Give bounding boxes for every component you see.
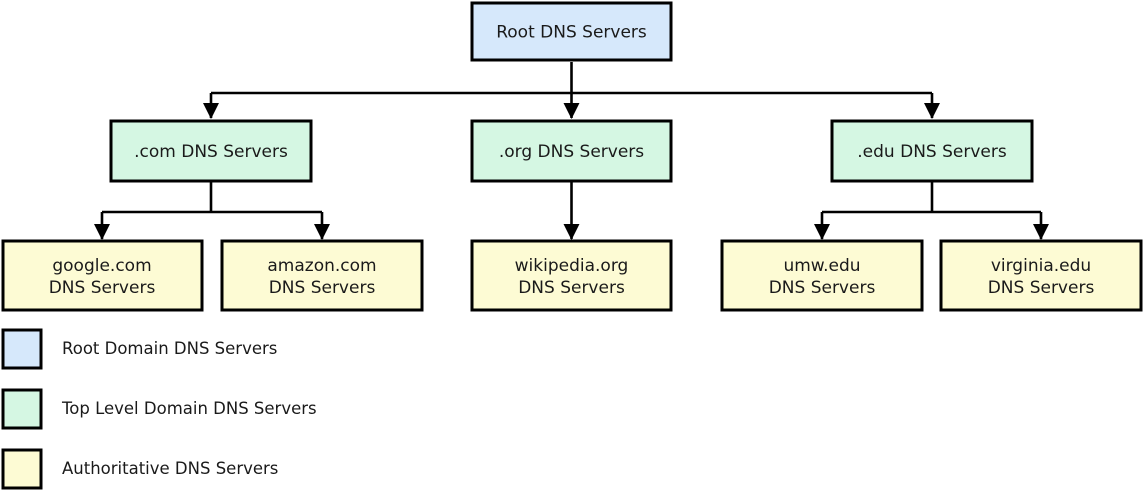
connector-group-root-to-tld bbox=[202, 62, 941, 119]
node-com-label: .com DNS Servers bbox=[134, 142, 288, 162]
node-virginia-box bbox=[939, 239, 1143, 312]
legend-item-authoritative: Authoritative DNS Servers bbox=[1, 448, 278, 490]
node-edu-dns-servers[interactable]: .edu DNS Servers bbox=[830, 119, 1034, 183]
node-org-dns-servers[interactable]: .org DNS Servers bbox=[470, 119, 673, 183]
legend-item-top-level-domain: Top Level Domain DNS Servers bbox=[1, 388, 317, 430]
node-wikipedia-label-line2: DNS Servers bbox=[518, 278, 625, 298]
node-google-label-line2: DNS Servers bbox=[49, 278, 156, 298]
node-amazon-label-line2: DNS Servers bbox=[269, 278, 376, 298]
legend-swatch-top-level-domain bbox=[1, 388, 43, 430]
node-google-label-line1: google.com bbox=[52, 256, 151, 276]
node-umw-box bbox=[720, 239, 924, 312]
node-org-label: .org DNS Servers bbox=[499, 142, 644, 162]
node-google-com-dns-servers[interactable]: google.com DNS Servers bbox=[1, 239, 204, 312]
node-google-box bbox=[1, 239, 204, 312]
node-wikipedia-box bbox=[470, 239, 673, 312]
legend-label-root-domain: Root Domain DNS Servers bbox=[62, 339, 277, 358]
node-com-dns-servers[interactable]: .com DNS Servers bbox=[109, 119, 313, 183]
node-amazon-label-line1: amazon.com bbox=[267, 256, 376, 276]
node-amazon-box bbox=[220, 239, 424, 312]
node-amazon-com-dns-servers[interactable]: amazon.com DNS Servers bbox=[220, 239, 424, 312]
node-edu-box bbox=[830, 119, 1034, 183]
node-edu-label: .edu DNS Servers bbox=[857, 142, 1007, 162]
node-root-box bbox=[470, 1, 673, 62]
node-root-label: Root DNS Servers bbox=[496, 23, 647, 43]
connector-group-com-to-auth bbox=[93, 182, 331, 240]
node-virginia-label-line1: virginia.edu bbox=[991, 256, 1091, 276]
node-umw-label-line2: DNS Servers bbox=[769, 278, 876, 298]
node-com-box bbox=[109, 119, 313, 183]
legend-swatch-authoritative bbox=[1, 448, 43, 490]
node-umw-edu-dns-servers[interactable]: umw.edu DNS Servers bbox=[720, 239, 924, 312]
node-wikipedia-org-dns-servers[interactable]: wikipedia.org DNS Servers bbox=[470, 239, 673, 312]
legend-label-top-level-domain: Top Level Domain DNS Servers bbox=[61, 399, 317, 418]
node-virginia-edu-dns-servers[interactable]: virginia.edu DNS Servers bbox=[939, 239, 1143, 312]
node-umw-label-line1: umw.edu bbox=[783, 256, 860, 276]
node-virginia-label-line2: DNS Servers bbox=[988, 278, 1095, 298]
connector-group-edu-to-auth bbox=[813, 182, 1050, 240]
legend: Root Domain DNS Servers Top Level Domain… bbox=[1, 328, 317, 490]
legend-item-root-domain: Root Domain DNS Servers bbox=[1, 328, 277, 370]
node-root-dns-servers[interactable]: Root DNS Servers bbox=[470, 1, 673, 62]
legend-label-authoritative: Authoritative DNS Servers bbox=[62, 459, 278, 478]
node-org-box bbox=[470, 119, 673, 183]
node-wikipedia-label-line1: wikipedia.org bbox=[515, 256, 629, 276]
legend-swatch-root-domain bbox=[1, 328, 43, 370]
